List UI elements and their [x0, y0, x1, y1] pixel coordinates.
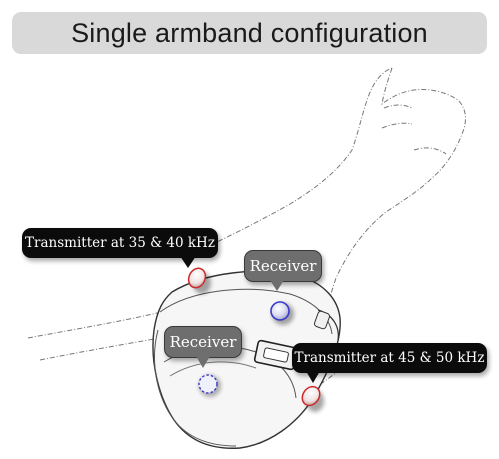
receiver-top-marker	[270, 301, 294, 325]
transmitter-lower-marker	[301, 385, 324, 412]
receiver-bottom-marker	[198, 374, 221, 397]
receiver-bottom-callout-tail	[196, 356, 210, 368]
receiver-bottom-callout: Receiver	[164, 326, 242, 358]
receiver-top-callout-tail	[270, 280, 284, 291]
transmitter-upper-label: Transmitter at 35 & 40 kHz	[25, 235, 215, 251]
transmitter-lower-callout-tail	[306, 371, 320, 383]
transmitter-lower-label: Transmitter at 45 & 50 kHz	[294, 350, 485, 366]
transmitter-upper-marker	[187, 267, 211, 294]
transmitter-upper-callout: Transmitter at 35 & 40 kHz	[22, 228, 218, 258]
transmitter-lower-callout: Transmitter at 45 & 50 kHz	[292, 343, 487, 373]
receiver-bottom-label: Receiver	[169, 333, 237, 351]
transmitter-upper-callout-tail	[180, 256, 196, 268]
diagram-title: Single armband configuration	[12, 12, 487, 54]
receiver-top-callout: Receiver	[244, 250, 322, 282]
receiver-top-label: Receiver	[249, 257, 317, 275]
